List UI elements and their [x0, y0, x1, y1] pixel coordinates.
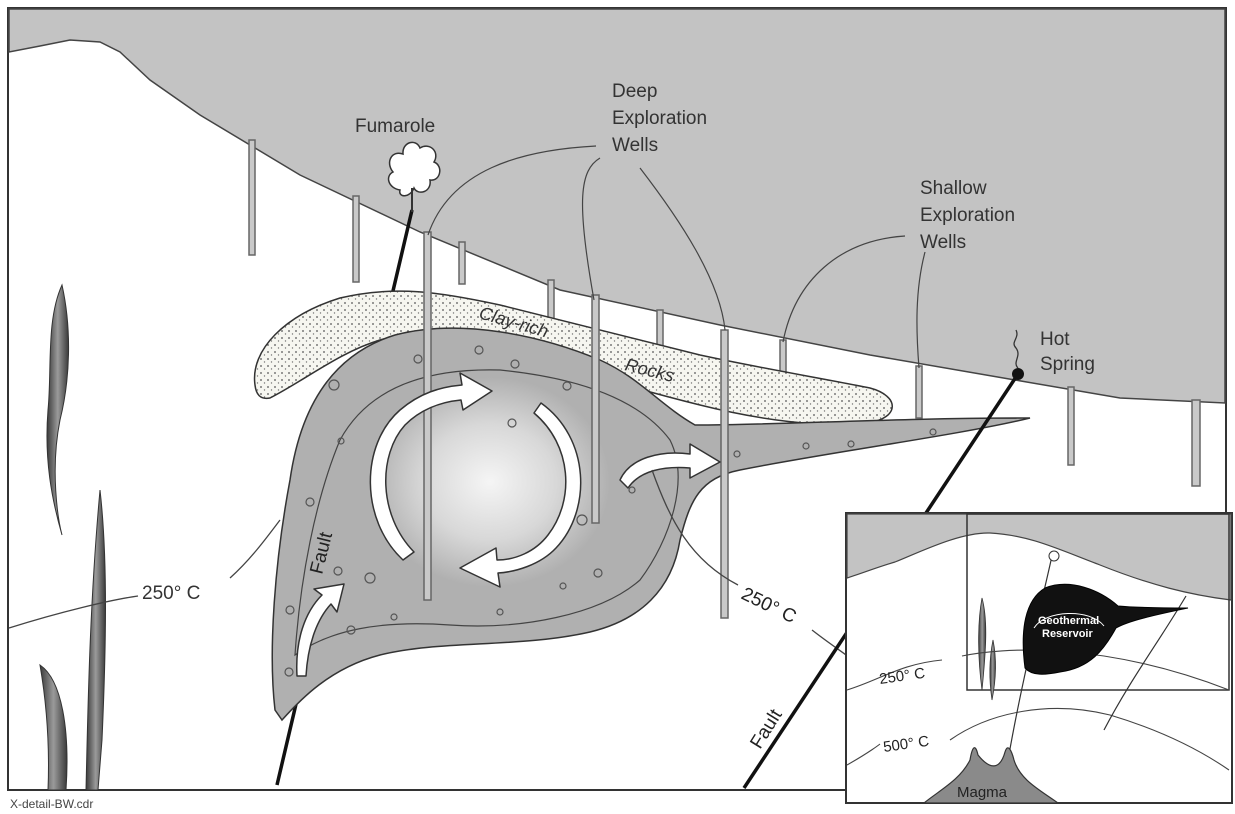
- shallow-well: [1192, 400, 1200, 486]
- hot-spring-label-line2: Spring: [1040, 354, 1095, 375]
- isotherm-left-label: 250° C: [142, 583, 200, 604]
- hot-spring-label-line1: Hot: [1040, 329, 1070, 350]
- shallow-wells-label-line1: Shallow: [920, 178, 987, 199]
- shallow-well: [249, 140, 255, 255]
- inset-reservoir-label-line2: Reservoir: [1042, 628, 1093, 640]
- shallow-well: [459, 242, 465, 284]
- shallow-wells-label-line2: Exploration: [920, 205, 1015, 226]
- shallow-well: [353, 196, 359, 282]
- deep-wells-label-line3: Wells: [612, 135, 658, 156]
- shallow-well: [548, 280, 554, 322]
- shallow-well: [780, 340, 786, 375]
- inset-reservoir-label-line1: Geothermal: [1038, 615, 1099, 627]
- fumarole-label: Fumarole: [355, 116, 435, 137]
- inset-diagram: Geothermal Reservoir 250° C 500° C Magma: [846, 513, 1232, 803]
- hot-spring-marker: [1012, 368, 1024, 380]
- inset-magma-label: Magma: [957, 784, 1008, 801]
- shallow-well: [1068, 387, 1074, 465]
- deep-wells-label-line1: Deep: [612, 81, 657, 102]
- shallow-well: [916, 366, 922, 418]
- footer-filename: X-detail-BW.cdr: [10, 797, 93, 811]
- deep-well: [424, 232, 431, 600]
- deep-well: [592, 295, 599, 523]
- inset-fumarole: [1049, 551, 1059, 561]
- deep-wells-label-line2: Exploration: [612, 108, 707, 129]
- shallow-wells-label-line3: Wells: [920, 232, 966, 253]
